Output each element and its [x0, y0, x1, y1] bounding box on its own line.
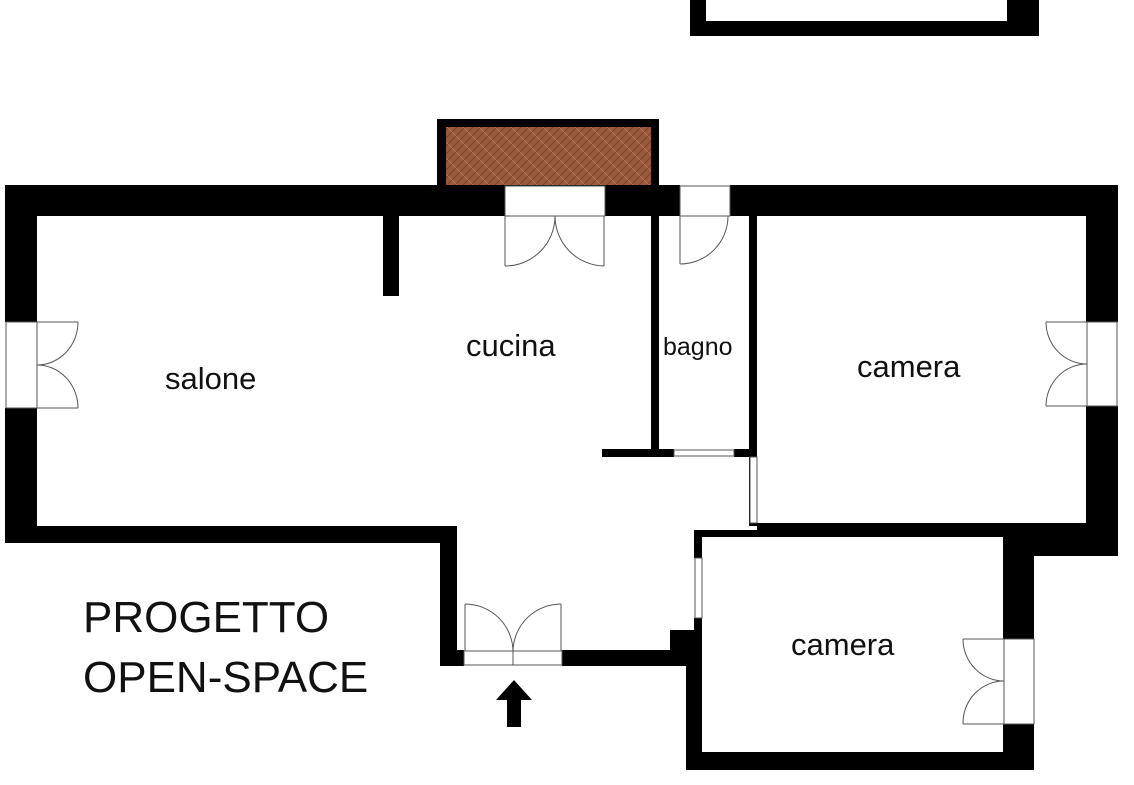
walls: [5, 185, 1118, 770]
title-line-1: PROGETTO: [83, 593, 329, 642]
room-label-camera-bottom: camera: [791, 627, 895, 662]
room-label-cucina: cucina: [466, 328, 556, 363]
doors-and-windows: [5, 185, 1118, 725]
top-room-outline: [690, 0, 1039, 36]
room-label-bagno: bagno: [663, 333, 733, 361]
room-label-salone: salone: [165, 361, 256, 396]
balcony: [437, 119, 659, 189]
title-line-2: OPEN-SPACE: [83, 653, 368, 702]
arrow-up-icon: [496, 680, 532, 727]
room-label-camera-right: camera: [857, 349, 961, 384]
